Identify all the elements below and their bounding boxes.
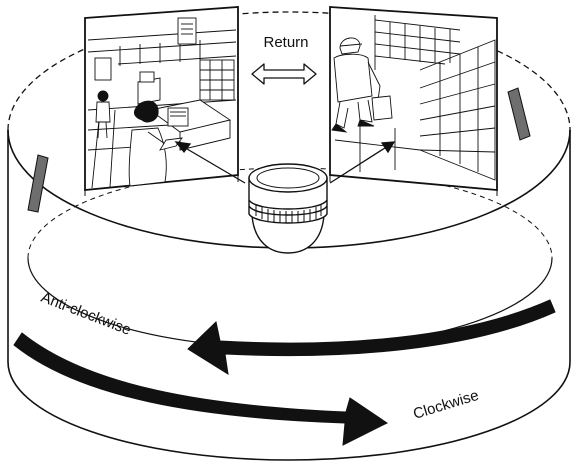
right-scene-panel [329, 6, 498, 191]
anti-clockwise-label: Anti-clockwise [39, 289, 134, 339]
view-arrows [174, 141, 396, 184]
return-label: Return [263, 34, 308, 51]
dome-camera-icon [248, 163, 328, 254]
left-scene-panel [84, 6, 239, 191]
return-double-arrow-icon [251, 63, 317, 85]
floor-rim-back-dashed [27, 167, 553, 259]
right-gray-marker [507, 87, 531, 141]
clockwise-label: Clockwise [411, 387, 481, 423]
top-rim-back-dashed [7, 11, 571, 131]
checkout-counter-scene-icon [87, 17, 237, 189]
anti-clockwise-arrow-icon [187, 299, 556, 375]
cylinder-wall-outline [7, 130, 571, 461]
clockwise-arrow-icon [13, 332, 388, 446]
side-markers [27, 87, 531, 213]
shopper-at-shelves-scene-icon [331, 15, 496, 181]
panel-seams [84, 175, 498, 196]
left-gray-marker [27, 154, 49, 213]
